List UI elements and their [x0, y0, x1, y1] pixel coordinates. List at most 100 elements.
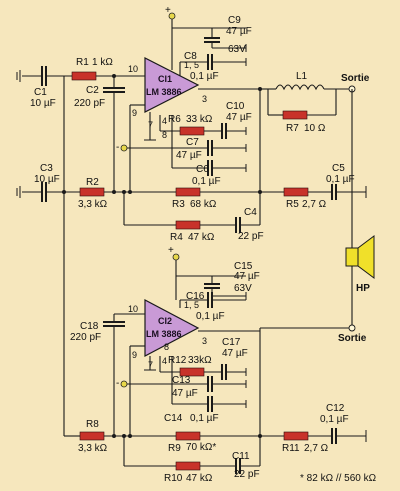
- output-2-label: Sortie: [338, 333, 367, 344]
- ci2-name: CI2: [158, 316, 173, 326]
- c15-capacitor: [204, 276, 247, 300]
- c18-ref: C18: [80, 321, 99, 332]
- r4-ref: R4: [170, 232, 183, 243]
- plus-rail-1: +: [165, 5, 171, 16]
- c15-ref: C15: [234, 261, 253, 272]
- r7-value: 10 Ω: [304, 123, 326, 134]
- r3-resistor: [175, 187, 201, 197]
- r7-resistor: [282, 110, 308, 120]
- r12-value: 33kΩ: [188, 355, 212, 366]
- r10-ref: R10: [164, 473, 183, 484]
- c12-value: 0,1 µF: [320, 414, 349, 425]
- r7-ref: R7: [286, 123, 299, 134]
- c10-ref: C10: [226, 101, 245, 112]
- c10-value: 47 µF: [226, 112, 252, 123]
- c14-ref: C14: [164, 413, 183, 424]
- ci1-pin-3: 3: [202, 94, 208, 104]
- r2-value: 3,3 kΩ: [78, 199, 108, 210]
- r8-ref: R8: [86, 419, 99, 430]
- c18-capacitor: [103, 314, 125, 436]
- r9-ref: R9: [168, 443, 181, 454]
- l1-ref: L1: [296, 71, 308, 82]
- r1-ref: R1: [76, 57, 89, 68]
- r10-value: 47 kΩ: [186, 473, 213, 484]
- ci1-pin-9: 9: [132, 108, 138, 118]
- r1-value: 1 kΩ: [92, 57, 113, 68]
- c7-capacitor: [172, 140, 247, 156]
- c3-ref: C3: [40, 163, 53, 174]
- minus-rail-1: -: [116, 142, 120, 153]
- c7-ref: C7: [186, 137, 199, 148]
- r10-resistor: [175, 461, 201, 471]
- r3-value: 68 kΩ: [190, 199, 217, 210]
- plus-rail-2: +: [168, 245, 174, 256]
- r12-ref: R12: [168, 355, 187, 366]
- c17-value: 47 µF: [222, 348, 248, 359]
- c5-ref: C5: [332, 163, 345, 174]
- r2-ref: R2: [86, 177, 99, 188]
- r6-resistor: [179, 126, 205, 136]
- ci2-opamp: [144, 299, 200, 357]
- c15-value: 47 µF: [234, 271, 260, 282]
- c1-ref: C1: [34, 87, 47, 98]
- c4-value: 22 pF: [238, 231, 264, 242]
- c6-capacitor: [171, 148, 247, 176]
- r11-resistor: [283, 431, 309, 441]
- r4-value: 47 kΩ: [188, 232, 215, 243]
- ci2-type: LM 3886: [146, 329, 182, 339]
- r11-ref: R11: [282, 443, 300, 454]
- c11-capacitor: [235, 436, 261, 474]
- c18-value: 220 pF: [70, 332, 102, 343]
- r6-value: 33 kΩ: [186, 114, 213, 125]
- c13-capacitor: [172, 376, 247, 392]
- c14-capacitor: [172, 396, 247, 412]
- c17-capacitor: [221, 364, 247, 380]
- c16-ref: C16: [186, 291, 205, 302]
- c12-ref: C12: [326, 403, 345, 414]
- c7-value: 47 µF: [176, 150, 202, 161]
- ci1-pin-15: 1, 5: [184, 60, 200, 70]
- r5-value: 2,7 Ω: [302, 199, 327, 210]
- c4-ref: C4: [244, 207, 257, 218]
- c9-voltage: 63V: [228, 44, 246, 55]
- c8-ref: C8: [184, 51, 197, 62]
- r9-resistor: [175, 431, 201, 441]
- ci2-pin-9: 9: [132, 350, 138, 360]
- c1-value: 10 µF: [30, 98, 56, 109]
- r6-ref: R6: [168, 114, 181, 125]
- ci2-pin-4: 4: [162, 356, 168, 366]
- c17-ref: C17: [222, 337, 241, 348]
- c6-ref: C6: [196, 164, 209, 175]
- l1-inductor: [275, 84, 325, 91]
- c2-value: 220 pF: [74, 98, 106, 109]
- c5-capacitor: [331, 184, 367, 200]
- ci2-pin-10: 10: [128, 304, 139, 314]
- c5-value: 0,1 µF: [326, 174, 355, 185]
- ci1-pin-4: 4: [162, 116, 168, 126]
- ci1-opamp: [144, 57, 200, 113]
- c3-value: 10 µF: [34, 174, 60, 185]
- r3-ref: R3: [172, 199, 185, 210]
- ci1-pin-7: 7: [148, 120, 154, 130]
- output-node-2[interactable]: [348, 324, 356, 332]
- footnote: * 82 kΩ // 560 kΩ: [300, 473, 377, 484]
- c10-capacitor: [221, 123, 247, 139]
- ci1-name: CI1: [158, 74, 173, 84]
- r11-value: 2,7 Ω: [304, 443, 329, 454]
- c11-value: 22 pF: [234, 469, 260, 480]
- ci2-pin-7: 7: [148, 360, 154, 370]
- c8-value: 0,1 µF: [190, 71, 219, 82]
- c8-capacitor: [180, 54, 247, 70]
- r5-resistor: [283, 187, 309, 197]
- c2-ref: C2: [86, 85, 99, 96]
- hp-speaker: [345, 235, 375, 279]
- c9-capacitor: [204, 28, 247, 52]
- hp-label: HP: [356, 283, 370, 294]
- ci2-pin-8: 8: [164, 342, 170, 352]
- c11-ref: C11: [232, 451, 250, 462]
- c16-value: 0,1 µF: [196, 311, 225, 322]
- ci1-pin-10: 10: [128, 64, 139, 74]
- c2-capacitor: [103, 76, 125, 192]
- c6-value: 0,1 µF: [192, 176, 221, 187]
